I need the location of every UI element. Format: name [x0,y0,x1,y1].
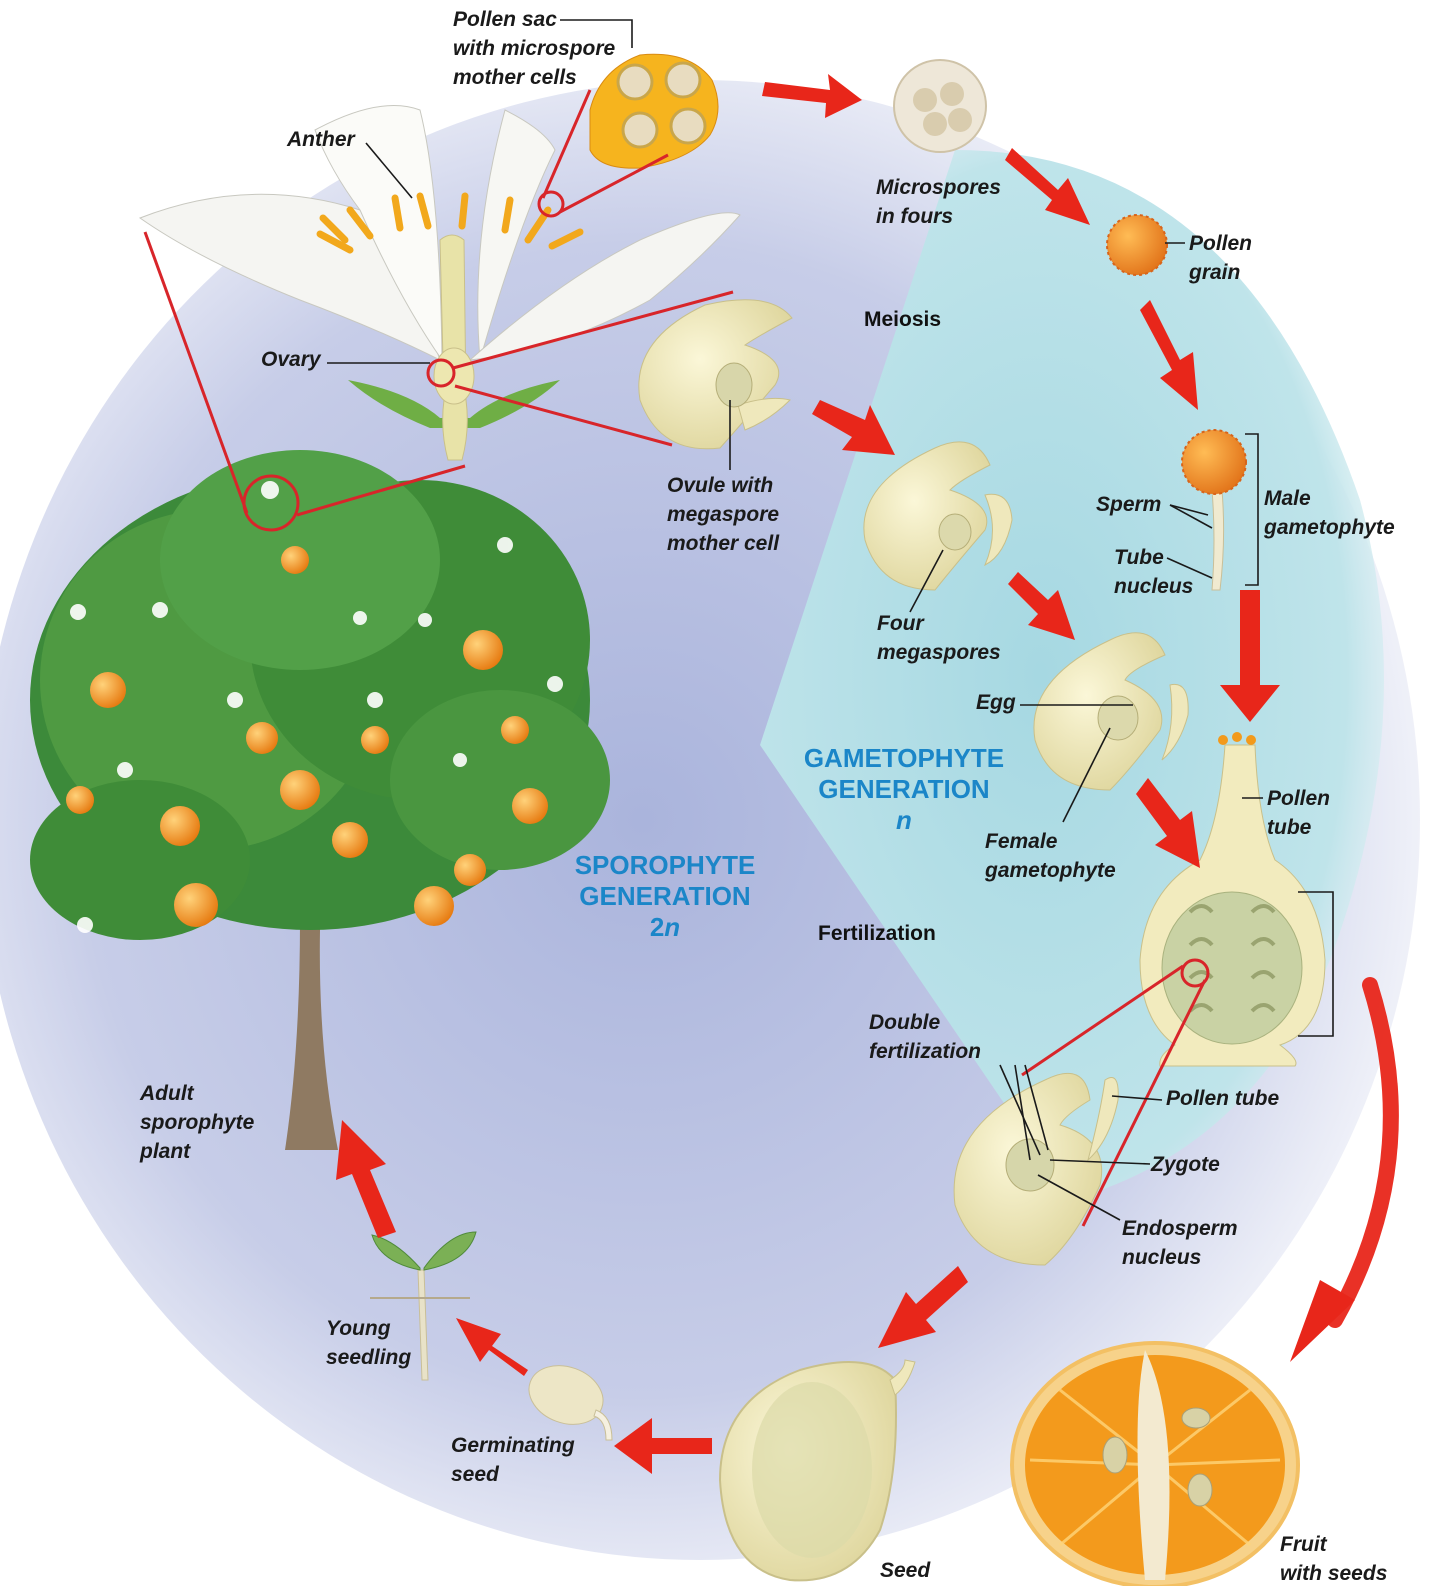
seed-label: Seed [880,1556,930,1585]
anther-label: Anther [287,125,355,154]
zygote-label: Zygote [1151,1150,1220,1179]
gametophyte-generation-label: GAMETOPHYTE GENERATION n [798,743,1010,836]
sperm-label: Sperm [1096,490,1161,519]
sporophyte-generation-label: SPOROPHYTE GENERATION 2n [572,850,758,943]
egg-label: Egg [976,688,1016,717]
ovary-label: Ovary [261,345,321,374]
fertilization-step: Fertilization [818,922,936,946]
microspore-tetrad-icon [894,60,986,152]
orange-fruit-section-icon [1012,1343,1298,1586]
meiosis-step: Meiosis [864,308,941,332]
pollen-grain-icon [1107,215,1167,275]
pollen-tube-label-2: Pollen tube [1166,1084,1279,1113]
